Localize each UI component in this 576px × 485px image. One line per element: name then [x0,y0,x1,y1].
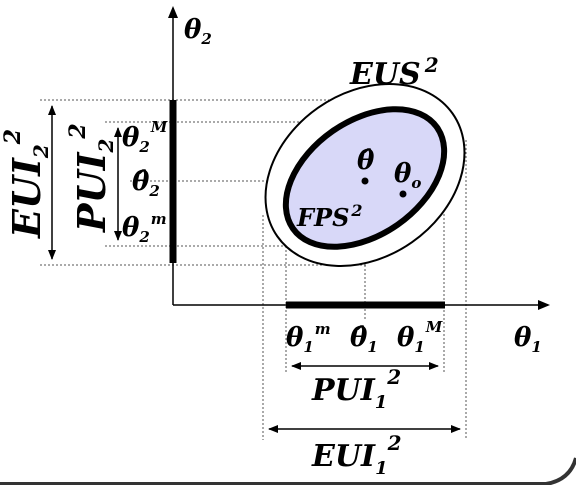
page-curl-decoration [0,457,576,485]
theta-hat-point [361,177,369,185]
y-max-label: θ2M [122,118,168,156]
theta-o-point [399,190,407,198]
y-min-label: θ2m [122,210,167,246]
eui2-label: EUI22 [0,129,53,239]
x-axis-label: θ1 [514,323,542,356]
theta-o-label: θo [394,159,421,192]
pui2-label: PUI22 [65,123,118,233]
x-max-label: θ1M [397,318,443,356]
pui1-label: PUI12 [311,365,401,413]
y-axis-label: θ2 [184,15,212,48]
y-hat-label: θ̂2 [132,167,160,200]
theta-hat-label: θ̂ [357,146,375,176]
x-min-label: θ1m [286,320,331,356]
x-hat-label: θ̂1 [350,323,378,356]
eui1-label: EUI12 [311,431,402,479]
